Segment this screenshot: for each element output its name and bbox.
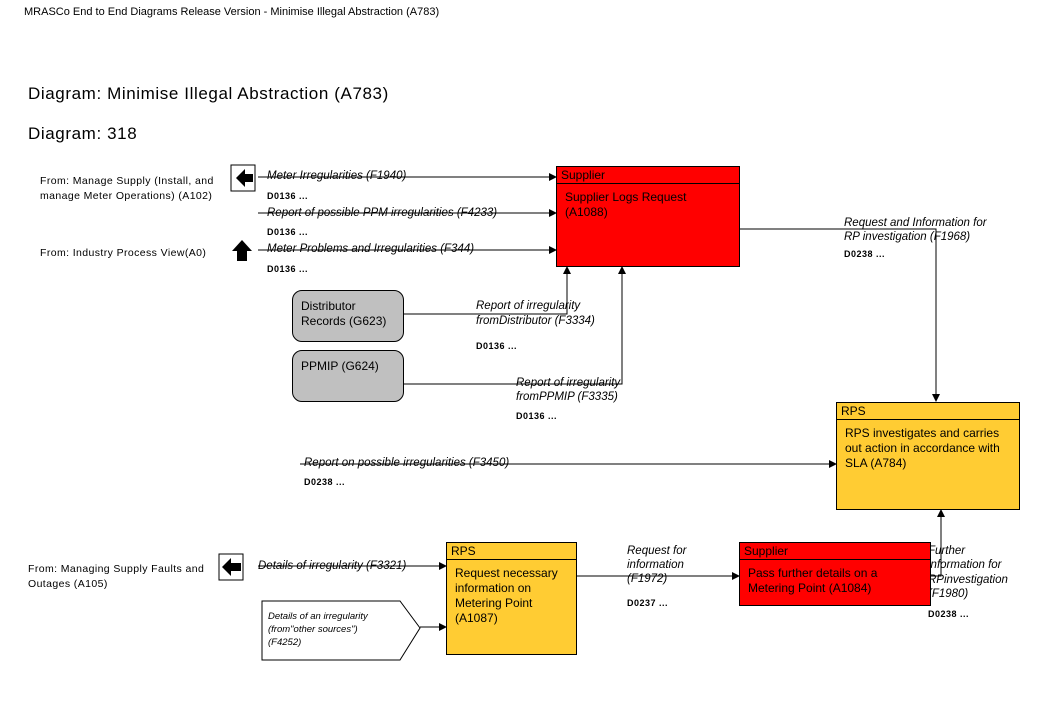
note-f4252-line-2: (from"other sources") [268,624,358,635]
flow-f4233-code: D0136 ... [267,227,309,237]
flow-f3335-code: D0136 ... [516,411,558,421]
flow-f1968-code: D0238 ... [844,249,886,259]
activity-a1088-role: Supplier [557,167,739,184]
note-f4252-line-1: Details of an irregularity [268,611,368,622]
flow-f1972-label-3: (F1972) [627,573,668,585]
activity-a1084-text: Pass further details on a Metering Point… [748,566,878,595]
flow-f1972-label-1: Request for [627,545,687,557]
flow-f1980-label-1: Further [928,545,966,557]
activity-a1087-text: Request necessary information on Meterin… [455,566,558,625]
activity-a1084[interactable]: Supplier Pass further details on a Meter… [739,542,931,606]
flow-f3335-label-2: fromPPMIP (F3335) [516,391,618,403]
activity-a1087-role: RPS [447,543,576,560]
activity-a1084-role: Supplier [740,543,930,560]
flow-f1972-code: D0237 ... [627,598,669,608]
flow-f3334-label-1: Report of irregularity [476,300,581,312]
store-distributor-records[interactable]: Distributor Records (G623) [292,290,404,342]
left-arrow-icon [230,164,256,192]
note-f4252-line-3: (F4252) [268,637,302,648]
store-g623-line-2: Records (G623) [301,314,387,328]
activity-a1087[interactable]: RPS Request necessary information on Met… [446,542,577,655]
source-a0: From: Industry Process View(A0) [40,247,207,259]
flow-f3334-code: D0136 ... [476,341,518,351]
flow-f3321-label: Details of irregularity (F3321) [258,560,407,572]
flow-f3335-label-1: Report of irregularity [516,377,621,389]
store-g624-line-1: PPMIP (G624) [301,359,379,373]
flow-f1940-label: Meter Irregularities (F1940) [267,170,407,182]
up-arrow-icon [232,240,252,261]
source-a105: From: Managing Supply Faults and Outages… [28,563,205,590]
activity-a1088[interactable]: Supplier Supplier Logs Request (A1088) [556,166,740,267]
diagram-title: Diagram: Minimise Illegal Abstraction (A… [28,84,389,103]
activity-a784[interactable]: RPS RPS investigates and carries out act… [836,402,1020,510]
flow-f3334-label-2: fromDistributor (F3334) [476,315,595,327]
flow-f1968-label-2: RP investigation (F1968) [844,231,971,243]
flow-f1980-label-4: (F1980) [928,588,969,600]
activity-a1088-text: Supplier Logs Request (A1088) [565,190,687,219]
activity-a784-role: RPS [837,403,1019,420]
flow-f1968-label-1: Request and Information for [844,217,987,229]
flow-f344-label: Meter Problems and Irregularities (F344) [267,243,475,255]
flow-f1980-label-2: information for [928,559,1002,571]
source-a102: From: Manage Supply (Install, and manage… [40,175,214,202]
diagram-number: Diagram: 318 [28,124,138,143]
store-ppmip[interactable]: PPMIP (G624) [292,350,404,402]
flow-f1980-label-3: RPinvestigation [928,574,1008,586]
left-arrow-icon [218,553,244,581]
flow-f344-code: D0136 ... [267,264,309,274]
store-g623-line-1: Distributor [301,299,356,313]
note-f4252-shape [261,600,421,661]
flow-f3450-code: D0238 ... [304,477,346,487]
activity-a784-text: RPS investigates and carries out action … [845,426,1000,470]
flow-f3450-label: Report on possible irregularities (F3450… [304,457,510,469]
flow-f1940-code: D0136 ... [267,191,309,201]
flow-f1972-label-2: information [627,559,684,571]
page-header: MRASCo End to End Diagrams Release Versi… [24,6,440,18]
flow-f1980-code: D0238 ... [928,609,970,619]
flow-f4233-label: Report of possible PPM irregularities (F… [267,207,498,219]
